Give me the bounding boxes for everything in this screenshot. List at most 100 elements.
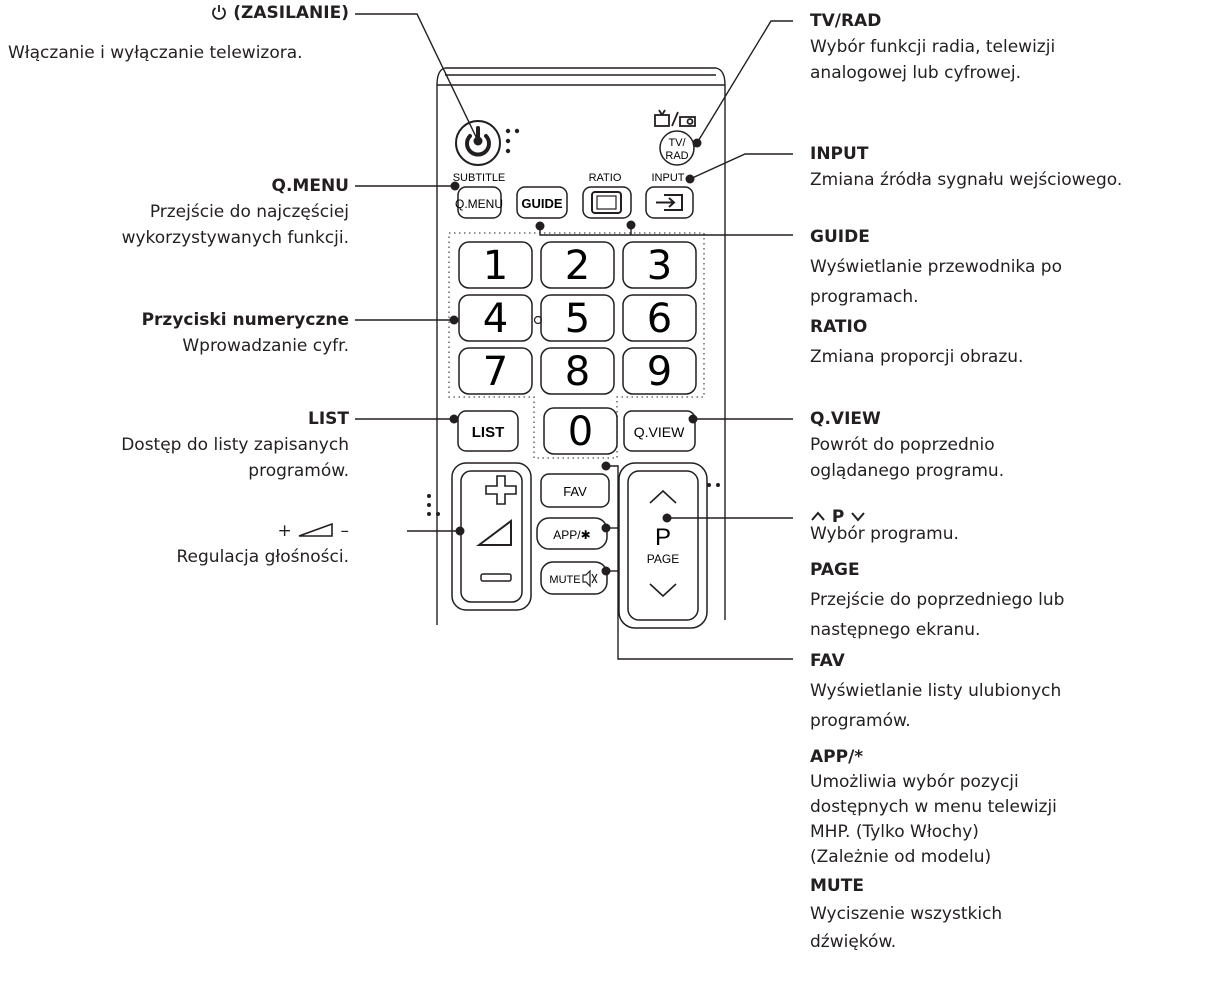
digit-5-button[interactable]: 5 — [540, 294, 615, 342]
qview-button-label: Q.VIEW — [634, 424, 685, 440]
tvrad-button[interactable]: TV/ RAD — [659, 130, 695, 166]
tvrad-button-top: TV/ — [668, 137, 686, 149]
guide-desc-1: Wyświetlanie przewodnika po — [810, 257, 1062, 277]
page-desc-2: następnego ekranu. — [810, 620, 981, 640]
digit-4-button[interactable]: 4 — [458, 294, 533, 342]
guide-desc-2: programach. — [810, 287, 919, 307]
tvrad-desc-2: analogowej lub cyfrowej. — [810, 63, 1022, 83]
digit-label: 6 — [647, 296, 672, 342]
guide-callout: GUIDE Wyświetlanie przewodnika po progra… — [810, 222, 1210, 312]
ratio-label: RATIO — [589, 172, 622, 184]
qmenu-button-label: Q.MENU — [455, 197, 503, 211]
mute-title: MUTE — [810, 876, 864, 896]
ratio-callout: RATIO Zmiana proporcji obrazu. — [810, 312, 1210, 372]
qview-button[interactable]: Q.VIEW — [623, 410, 696, 452]
mute-button[interactable]: MUTE — [540, 561, 608, 595]
tv-radio-icon — [654, 109, 696, 127]
chevron-down-icon — [851, 512, 866, 522]
digit-label: 3 — [647, 243, 672, 289]
input-label: INPUT — [652, 172, 685, 184]
input-title: INPUT — [810, 144, 869, 164]
volume-desc: Regulacja głośności. — [176, 547, 350, 567]
digit-label: 8 — [565, 349, 590, 395]
program-title: P — [831, 507, 845, 527]
app-button[interactable]: APP/✱ — [536, 517, 608, 550]
power-title: (ZASILANIE) — [233, 3, 349, 23]
page-dots — [707, 483, 720, 487]
qmenu-desc-2: wykorzystywanych funkcji. — [121, 228, 349, 248]
qview-desc-2: oglądanego programu. — [810, 461, 1005, 481]
digit-9-button[interactable]: 9 — [622, 347, 697, 395]
mute-desc-1: Wyciszenie wszystkich — [810, 904, 1003, 924]
page-title: PAGE — [810, 560, 860, 580]
tvrad-button-bottom: RAD — [665, 150, 688, 162]
digit-1-button[interactable]: 1 — [458, 241, 533, 289]
volume-callout: + – Regulacja głośności. — [0, 518, 350, 570]
program-page-rocker[interactable] — [618, 462, 708, 629]
app-desc-1: Umożliwia wybór pozycji — [810, 772, 1019, 792]
input-callout: INPUT Zmiana źródła sygnału wejściowego. — [810, 141, 1210, 193]
volume-dots — [427, 494, 440, 516]
digit-3-button[interactable]: 3 — [622, 241, 697, 289]
ratio-desc: Zmiana proporcji obrazu. — [810, 347, 1024, 367]
input-desc: Zmiana źródła sygnału wejściowego. — [810, 170, 1123, 190]
mute-speaker-icon — [582, 569, 598, 588]
fav-desc-1: Wyświetlanie listy ulubionych — [810, 681, 1062, 701]
digit-label: 1 — [483, 243, 508, 289]
chevron-up-icon — [811, 511, 825, 521]
list-desc-2: programów. — [248, 461, 349, 481]
tactile-dot-5 — [533, 315, 543, 325]
power-dots — [505, 128, 520, 154]
mute-button-label: MUTE — [549, 574, 580, 586]
app-desc-2: dostępnych w menu telewizji — [810, 797, 1057, 817]
digit-2-button[interactable]: 2 — [540, 241, 615, 289]
digit-label: 4 — [483, 296, 508, 342]
fav-title: FAV — [810, 651, 845, 671]
app-title: APP/* — [810, 747, 864, 767]
fav-button[interactable]: FAV — [540, 473, 610, 508]
app-button-label: APP/✱ — [553, 528, 590, 542]
digit-0-button[interactable]: 0 — [543, 407, 618, 455]
input-button[interactable] — [645, 186, 694, 219]
qmenu-callout: Q.MENU Przejście do najczęściej wykorzys… — [0, 173, 349, 251]
leader-lines — [355, 13, 793, 660]
numeric-desc: Wprowadzanie cyfr. — [182, 336, 349, 356]
page-callout: PAGE Przejście do poprzedniego lub nastę… — [810, 555, 1210, 645]
list-title: LIST — [308, 409, 349, 429]
digit-8-button[interactable]: 8 — [540, 347, 615, 395]
leader-end-dots — [449, 136, 702, 576]
power-desc-text: Włączanie i wyłączanie telewizora. — [8, 43, 303, 63]
subtitle-label: SUBTITLE — [453, 172, 506, 184]
qmenu-title: Q.MENU — [271, 176, 349, 196]
program-p-label: P — [655, 524, 671, 551]
volume-rocker[interactable] — [451, 462, 532, 611]
qview-title: Q.VIEW — [810, 409, 881, 429]
program-desc: Wybór programu. — [810, 524, 959, 544]
digit-6-button[interactable]: 6 — [622, 294, 697, 342]
qmenu-button[interactable]: Q.MENU — [455, 186, 503, 219]
digit-7-button[interactable]: 7 — [458, 347, 533, 395]
guide-button[interactable]: GUIDE — [516, 186, 568, 219]
numeric-title: Przyciski numeryczne — [141, 310, 349, 330]
digit-label: 0 — [568, 409, 593, 455]
digit-label: 2 — [565, 243, 590, 289]
list-button[interactable]: LIST — [457, 410, 519, 452]
list-button-label: LIST — [472, 424, 505, 441]
digit-label: 9 — [647, 349, 672, 395]
tvrad-callout: TV/RAD Wybór funkcji radia, telewizji an… — [810, 8, 1210, 86]
guide-title: GUIDE — [810, 227, 870, 247]
digit-label: 7 — [483, 349, 508, 395]
fav-callout: FAV Wyświetlanie listy ulubionych progra… — [810, 646, 1210, 736]
ratio-button[interactable] — [582, 186, 632, 219]
guide-button-label: GUIDE — [521, 196, 563, 211]
qview-desc-1: Powrót do poprzednio — [810, 435, 995, 455]
numeric-callout: Przyciski numeryczne Wprowadzanie cyfr. — [0, 307, 349, 359]
qview-callout: Q.VIEW Powrót do poprzednio oglądanego p… — [810, 406, 1210, 484]
fav-desc-2: programów. — [810, 711, 911, 731]
volume-wedge-icon — [298, 522, 333, 537]
power-icon — [212, 5, 227, 20]
tvrad-desc-1: Wybór funkcji radia, telewizji — [810, 37, 1056, 57]
power-callout: (ZASILANIE) — [0, 0, 349, 26]
